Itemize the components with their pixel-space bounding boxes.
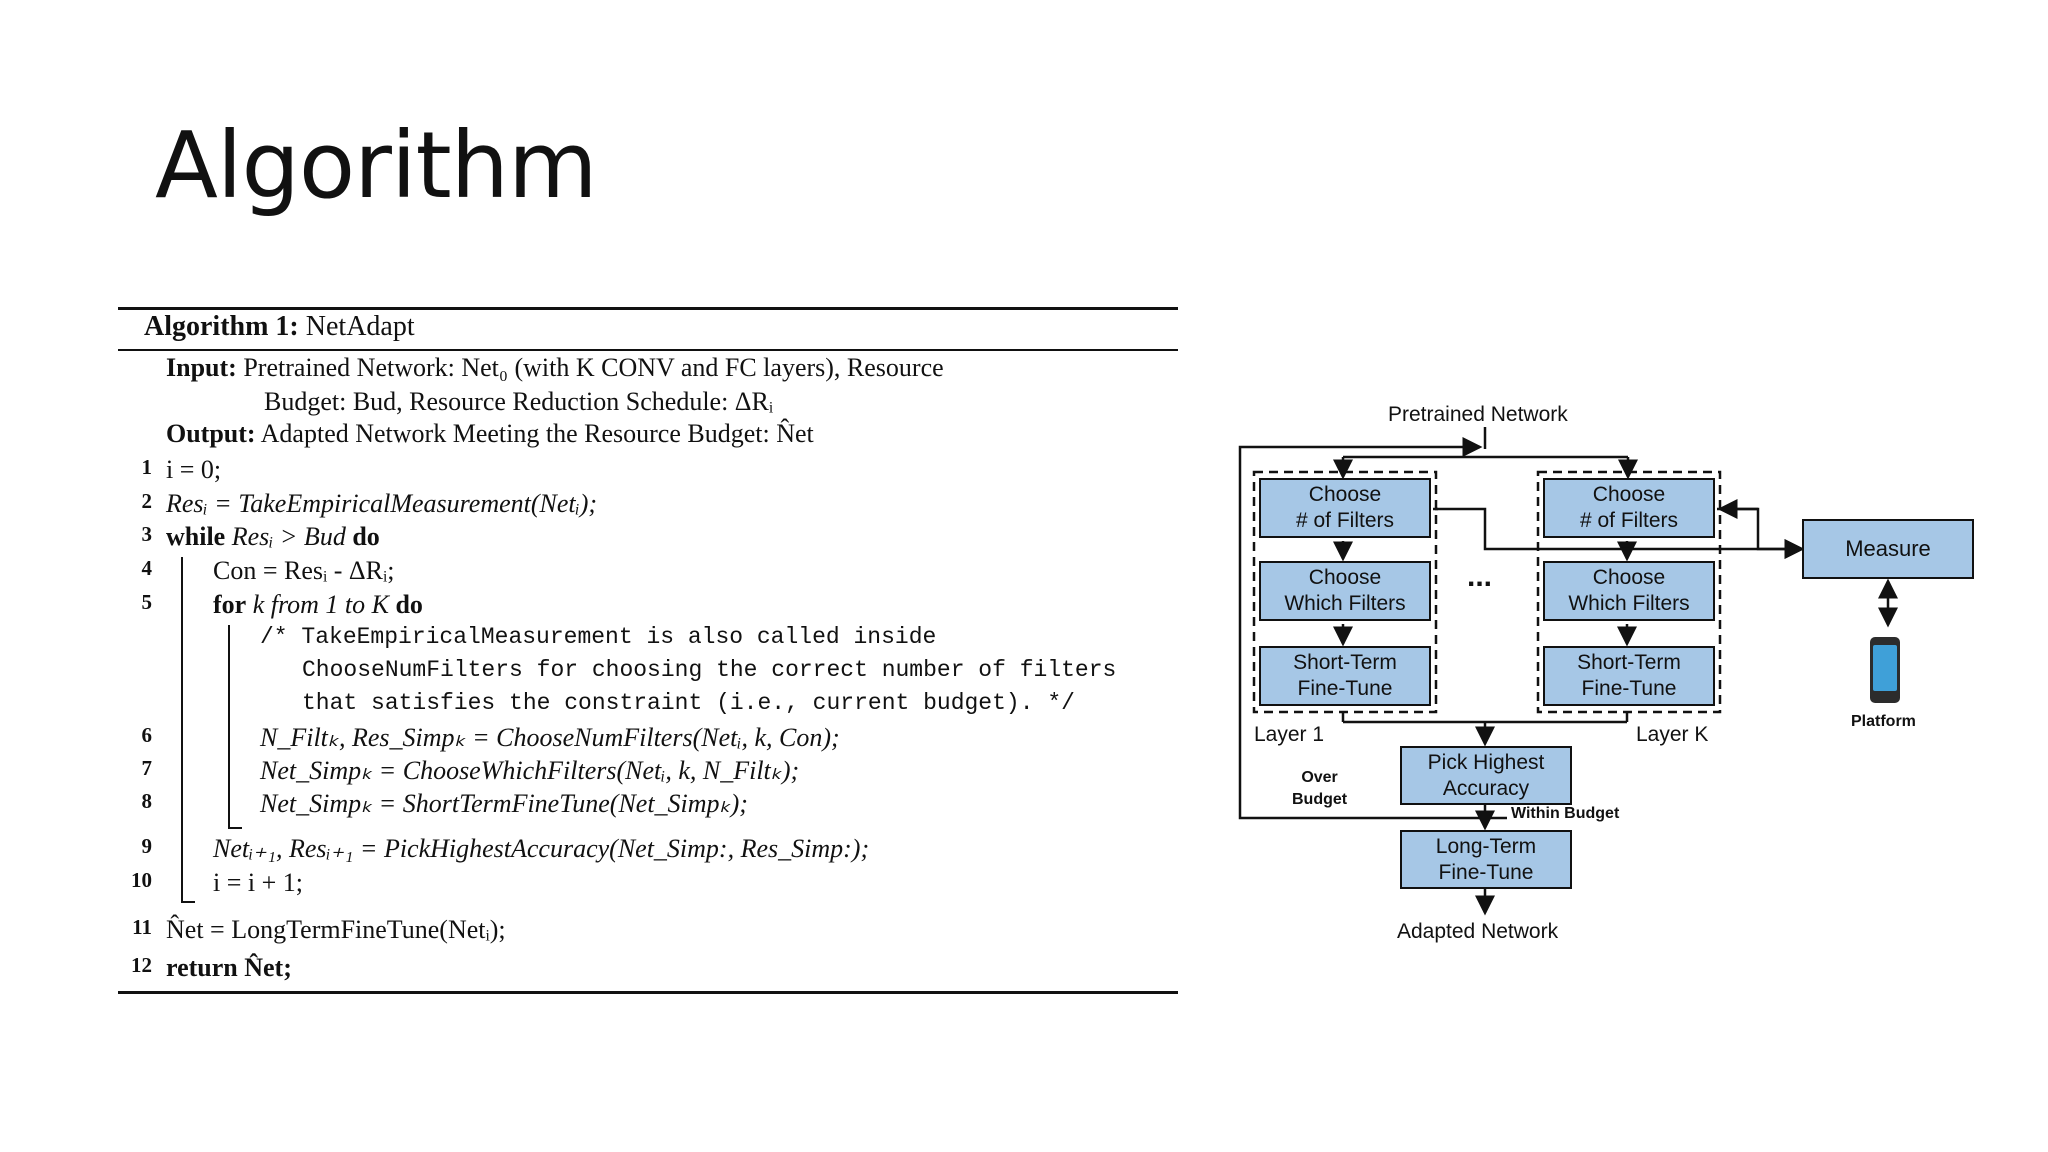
layer-1-label: Layer 1 xyxy=(1254,723,1325,746)
line-number: 12 xyxy=(131,953,152,977)
caption-name: NetAdapt xyxy=(305,311,415,342)
line-number: 2 xyxy=(141,489,153,513)
line-number: 5 xyxy=(141,590,153,614)
line-number: 4 xyxy=(141,556,153,580)
while-block-bar xyxy=(181,557,183,902)
box-line-2: # of Filters xyxy=(1295,509,1395,532)
pretrained-network-label: Pretrained Network xyxy=(1388,403,1568,426)
measure-link-layer-k xyxy=(1717,507,1805,559)
box-line-1: Pick Highest xyxy=(1427,750,1545,774)
line-number: 9 xyxy=(141,834,153,858)
box-line-2: Fine-Tune xyxy=(1438,860,1534,884)
over-budget-loop xyxy=(1238,437,1507,820)
keyword-return: return N̂et; xyxy=(166,953,292,982)
box-line-1: Short-Term xyxy=(1293,651,1397,674)
keyword-do: do xyxy=(352,522,380,551)
bottom-rule xyxy=(118,991,1178,994)
line-text: Net_Simpₖ = ShortTermFineTune(Net_Simpₖ)… xyxy=(260,789,748,818)
box-line-1: Long-Term xyxy=(1435,834,1537,858)
line-text: return N̂et; xyxy=(166,953,292,983)
comment-line-3: that satisfies the constraint (i.e., cur… xyxy=(302,690,1075,716)
keyword-for: for xyxy=(213,590,247,619)
line-text: Netᵢ₊₁, Resᵢ₊₁ = PickHighestAccuracy(Net… xyxy=(213,834,870,863)
line-number: 8 xyxy=(141,789,153,813)
within-budget-label: Within Budget xyxy=(1511,805,1620,822)
over-budget-line-1: Over xyxy=(1301,769,1338,786)
for-range: k from 1 to K xyxy=(252,590,389,619)
choose-num-filters-box-layer-1: Choose # of Filters xyxy=(1259,478,1431,538)
line-number: 3 xyxy=(141,522,153,546)
line-text: for k from 1 to K do xyxy=(213,590,423,620)
box-line-1: Choose xyxy=(1592,566,1666,589)
measure-link-layer-1 xyxy=(1433,507,1805,559)
output-text: Adapted Network Meeting the Resource Bud… xyxy=(260,419,814,448)
box-line-2: Fine-Tune xyxy=(1297,677,1393,700)
while-condition: Resᵢ > Bud xyxy=(231,522,346,551)
line-text: i = i + 1; xyxy=(213,868,303,897)
box-line-2: Accuracy xyxy=(1442,776,1530,800)
box-line-2: Which Filters xyxy=(1568,592,1690,615)
line-number: 11 xyxy=(132,915,152,939)
input-line-2: Budget: Bud, Resource Reduction Schedule… xyxy=(264,387,774,416)
choose-num-filters-box-layer-k: Choose # of Filters xyxy=(1543,478,1715,538)
line-text: while Resᵢ > Bud do xyxy=(166,522,380,552)
flowchart-lines xyxy=(1238,427,1898,916)
box-line-1: Choose xyxy=(1592,483,1666,506)
output-line: Output: Adapted Network Meeting the Reso… xyxy=(166,419,814,449)
for-block-bar xyxy=(228,625,230,828)
comment-line-2: ChooseNumFilters for choosing the correc… xyxy=(302,657,1117,683)
layer-k-label: Layer K xyxy=(1636,723,1709,746)
line-text: Con = Resᵢ - ΔRᵢ; xyxy=(213,556,395,585)
output-label: Output: xyxy=(166,419,256,448)
line-text: N_Filtₖ, Res_Simpₖ = ChooseNumFilters(Ne… xyxy=(260,723,840,752)
keyword-do: do xyxy=(395,590,423,619)
box-line-1: Choose xyxy=(1308,483,1382,506)
phone-screen xyxy=(1873,645,1897,691)
while-block-end xyxy=(181,901,195,903)
ellipsis-label: ... xyxy=(1467,560,1493,593)
over-budget-line-2: Budget xyxy=(1292,791,1348,808)
box-line-2: Which Filters xyxy=(1284,592,1406,615)
line-number: 6 xyxy=(141,723,153,747)
keyword-while: while xyxy=(166,522,226,551)
caption-rule xyxy=(118,349,1178,351)
measure-box: Measure xyxy=(1802,519,1974,579)
phone-icon xyxy=(1870,637,1900,703)
input-label: Input: xyxy=(166,353,237,382)
algorithm-block: Algorithm 1: NetAdapt Input: Pretrained … xyxy=(118,307,1178,995)
top-rule xyxy=(118,307,1178,310)
comment-line-1: /* TakeEmpiricalMeasurement is also call… xyxy=(260,624,937,650)
caption-label: Algorithm 1: xyxy=(144,311,299,342)
box-line-2: Fine-Tune xyxy=(1581,677,1677,700)
line-number: 7 xyxy=(141,756,153,780)
netadapt-flowchart: Pretrained Network Choose # of Filters Ch… xyxy=(1230,395,1980,955)
line-number: 10 xyxy=(131,868,152,892)
box-line-1: Choose xyxy=(1308,566,1382,589)
layer-k-group xyxy=(1536,470,1722,714)
line-text: Net_Simpₖ = ChooseWhichFilters(Netᵢ, k, … xyxy=(260,756,800,785)
platform-label: Platform xyxy=(1851,713,1916,730)
line-text: i = 0; xyxy=(166,455,222,484)
for-block-end xyxy=(228,827,242,829)
box-line-2: # of Filters xyxy=(1579,509,1679,532)
layer-1-group xyxy=(1252,470,1438,714)
input-line: Input: Pretrained Network: Net₀ (with K … xyxy=(166,353,944,383)
input-text: Pretrained Network: Net₀ (with K CONV an… xyxy=(243,353,944,382)
line-number: 1 xyxy=(141,455,153,479)
line-text: N̂et = LongTermFineTune(Netᵢ); xyxy=(166,915,506,944)
slide-title: Algorithm xyxy=(155,112,598,219)
adapted-network-label: Adapted Network xyxy=(1397,920,1559,943)
line-text: Resᵢ = TakeEmpiricalMeasurement(Netᵢ); xyxy=(166,489,598,518)
box-line-1: Short-Term xyxy=(1577,651,1681,674)
algorithm-caption: Algorithm 1: NetAdapt xyxy=(144,311,415,343)
